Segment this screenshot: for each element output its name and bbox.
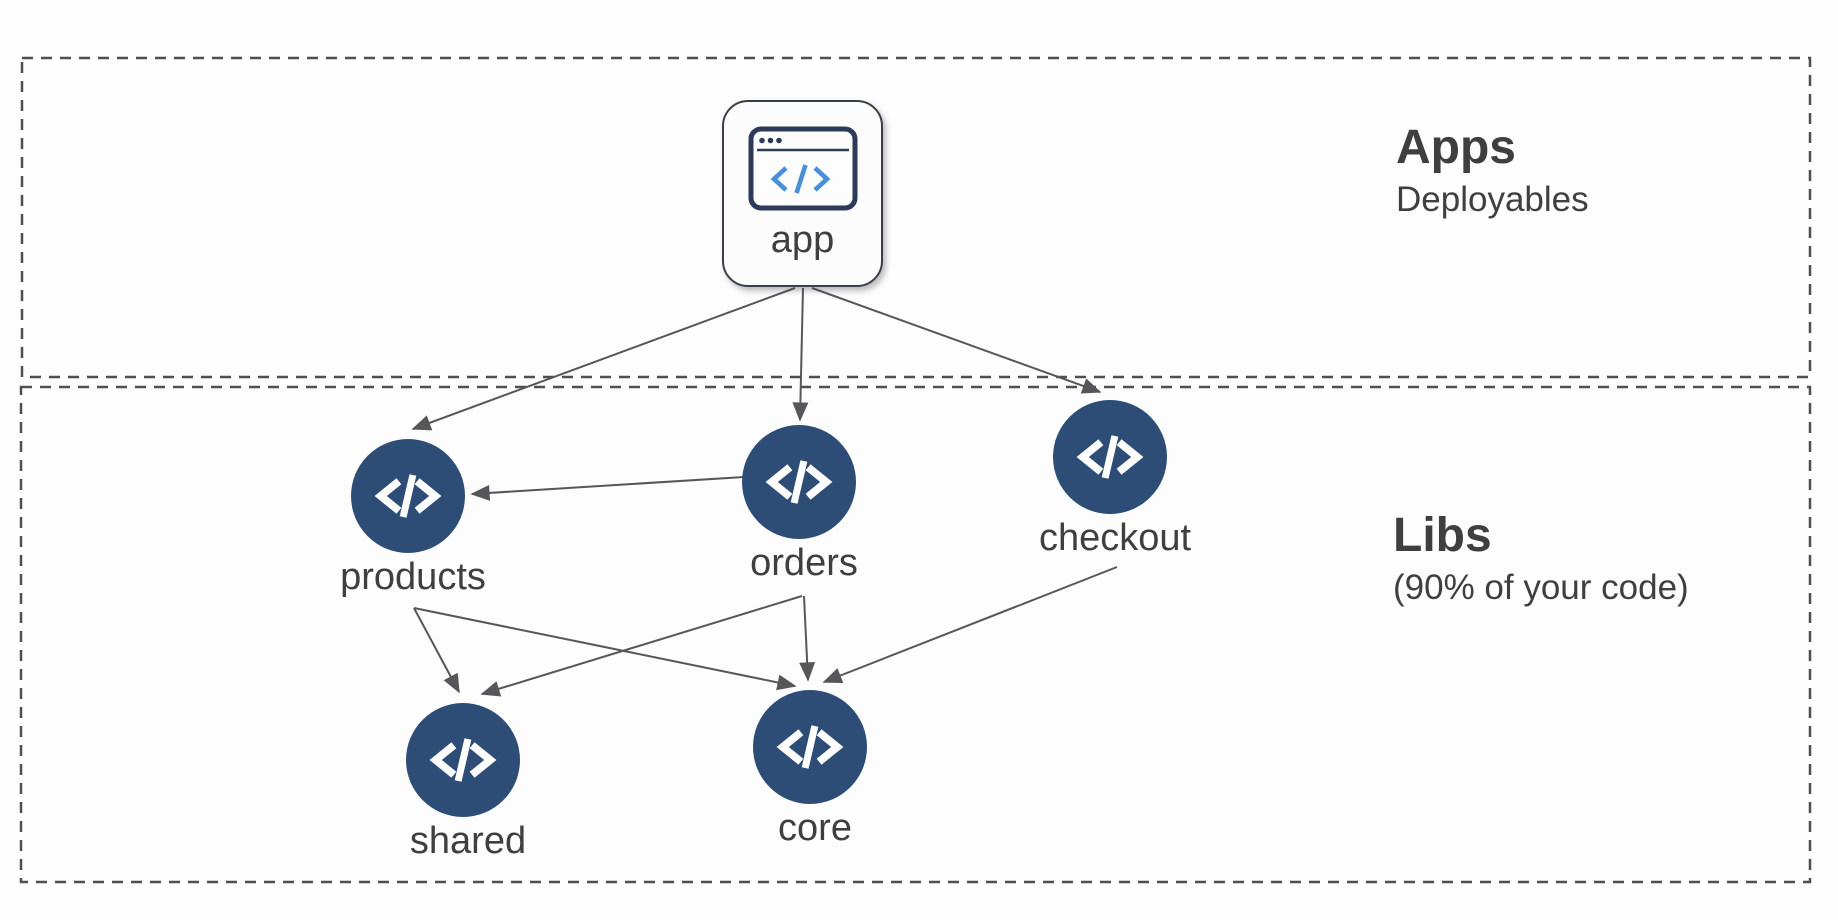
code-icon xyxy=(765,460,833,504)
node-checkout-label: checkout xyxy=(1038,517,1192,559)
node-app: app xyxy=(722,100,883,287)
libs-region-subtitle: (90% of your code) xyxy=(1393,568,1689,608)
edge-app-products xyxy=(411,287,796,431)
code-icon xyxy=(374,474,442,518)
node-products xyxy=(351,439,465,553)
code-glyph xyxy=(770,164,830,194)
apps-region-subtitle: Deployables xyxy=(1396,180,1589,220)
browser-code-icon xyxy=(748,126,857,211)
edge-checkout-core xyxy=(822,566,1118,684)
node-app-label: app xyxy=(770,219,835,261)
code-icon xyxy=(1076,435,1144,479)
code-icon xyxy=(429,738,497,782)
node-products-label: products xyxy=(340,556,486,598)
node-orders xyxy=(742,425,856,539)
edge-orders-products xyxy=(470,476,745,501)
edge-orders-core xyxy=(799,595,816,682)
apps-region-title: Apps xyxy=(1396,121,1516,174)
libs-region-heading: Libs (90% of your code) xyxy=(1393,508,1689,609)
code-icon xyxy=(776,725,844,769)
libs-region-box xyxy=(19,385,1812,884)
node-checkout xyxy=(1053,400,1167,514)
edge-app-orders xyxy=(792,287,809,422)
libs-region-title: Libs xyxy=(1393,509,1492,562)
node-orders-label: orders xyxy=(750,542,858,584)
node-core xyxy=(753,690,867,804)
node-shared-label: shared xyxy=(409,820,527,862)
node-core-label: core xyxy=(778,807,852,849)
edge-app-checkout xyxy=(811,287,1102,394)
edge-products-shared xyxy=(413,607,460,694)
apps-region-heading: Apps Deployables xyxy=(1396,120,1589,221)
apps-region-box xyxy=(20,56,1812,379)
node-shared xyxy=(406,703,520,817)
edge-products-core xyxy=(413,607,797,691)
edge-orders-shared xyxy=(480,595,803,697)
